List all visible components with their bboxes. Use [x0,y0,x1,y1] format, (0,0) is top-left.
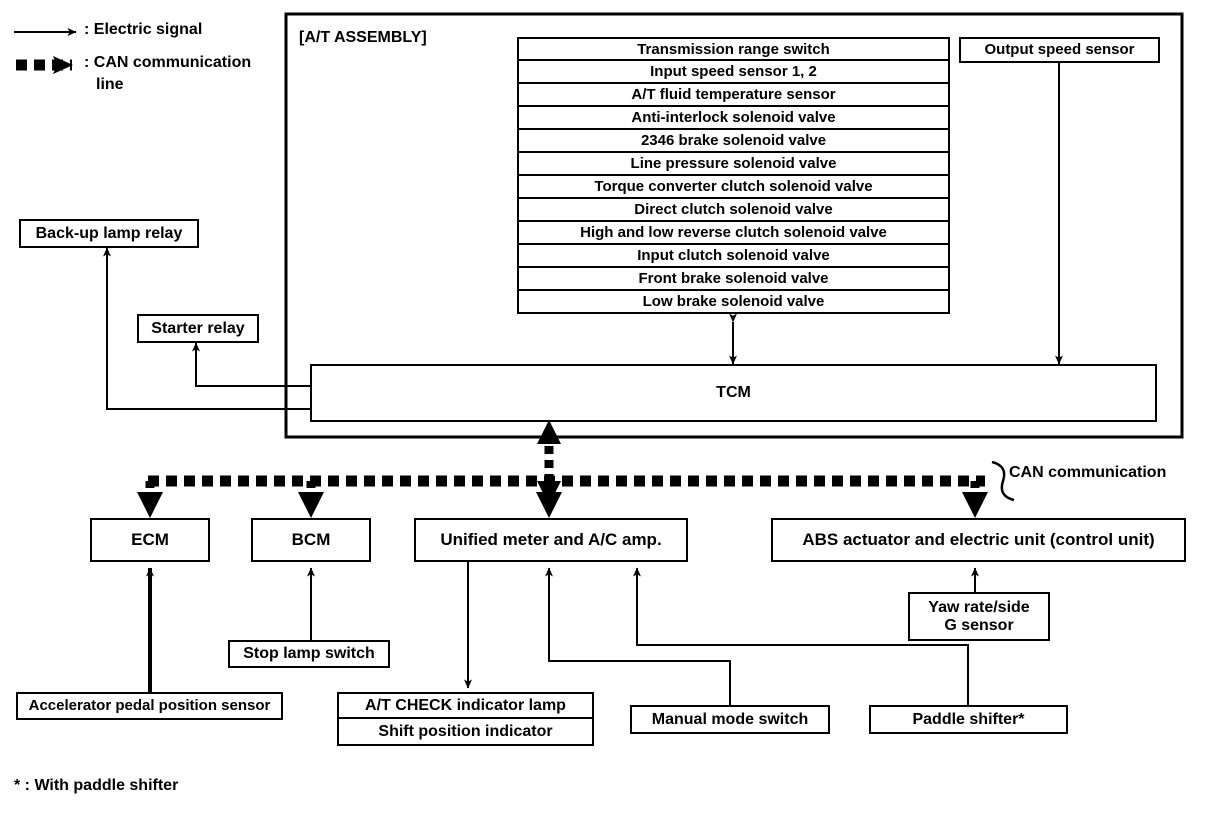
output-speed-sensor-box: Output speed sensor [959,37,1160,63]
can-drop-abs [962,481,988,518]
starter-relay-box: Starter relay [137,314,259,343]
can-bus-line [148,460,1015,502]
at-assembly-title: [A/T ASSEMBLY] [299,29,427,46]
legend-electric-signal-label: : Electric signal [84,21,203,38]
component-list-row: Input clutch solenoid valve [517,244,950,267]
shift-position-indicator-box: Shift position indicator [337,719,594,746]
at-check-indicator-lamp-box: A/T CHECK indicator lamp [337,692,594,719]
component-list-row: 2346 brake solenoid valve [517,129,950,152]
can-communication-label: CAN communication [1009,464,1167,481]
manual-mode-switch-wire [545,567,731,705]
legend-can-line-label-2: line [96,76,124,93]
tcm-backup-lamp-relay-wire [103,247,310,410]
can-drop-bcm [298,481,324,518]
accelerator-pedal-position-sensor-box: Accelerator pedal position sensor [16,692,283,720]
component-list-row: A/T fluid temperature sensor [517,83,950,106]
component-list-row: Input speed sensor 1, 2 [517,60,950,83]
abs-actuator-box: ABS actuator and electric unit (control … [771,518,1186,562]
component-list-row: Front brake solenoid valve [517,267,950,290]
component-list-row: Anti-interlock solenoid valve [517,106,950,129]
legend-can-line-label: : CAN communication [84,54,252,71]
unified-meter-box: Unified meter and A/C amp. [414,518,688,562]
bcm-box: BCM [251,518,371,562]
can-drop-unified-meter [536,481,562,518]
tcm-box: TCM [310,364,1157,422]
ecm-box: ECM [90,518,210,562]
component-list-row: Low brake solenoid valve [517,290,950,314]
paddle-shifter-wire [633,567,969,705]
backup-lamp-relay-box: Back-up lamp relay [19,219,199,248]
paddle-shifter-box: Paddle shifter* [869,705,1068,734]
tcm-starter-relay-wire [192,342,310,387]
footnote-label: * : With paddle shifter [14,777,179,794]
manual-mode-switch-box: Manual mode switch [630,705,830,734]
can-drop-ecm [137,481,163,518]
yaw-sensor-line-2: G sensor [944,616,1014,634]
stop-lamp-switch-box: Stop lamp switch [228,640,390,668]
component-list-row: Line pressure solenoid valve [517,152,950,175]
component-list-row: High and low reverse clutch solenoid val… [517,221,950,244]
component-list-row: Torque converter clutch solenoid valve [517,175,950,198]
yaw-rate-side-g-sensor-box: Yaw rate/side G sensor [908,592,1050,641]
at-assembly-frame [284,12,1184,439]
component-list-row: Direct clutch solenoid valve [517,198,950,221]
component-list-row: Transmission range switch [517,37,950,60]
yaw-sensor-line-1: Yaw rate/side [928,598,1030,616]
